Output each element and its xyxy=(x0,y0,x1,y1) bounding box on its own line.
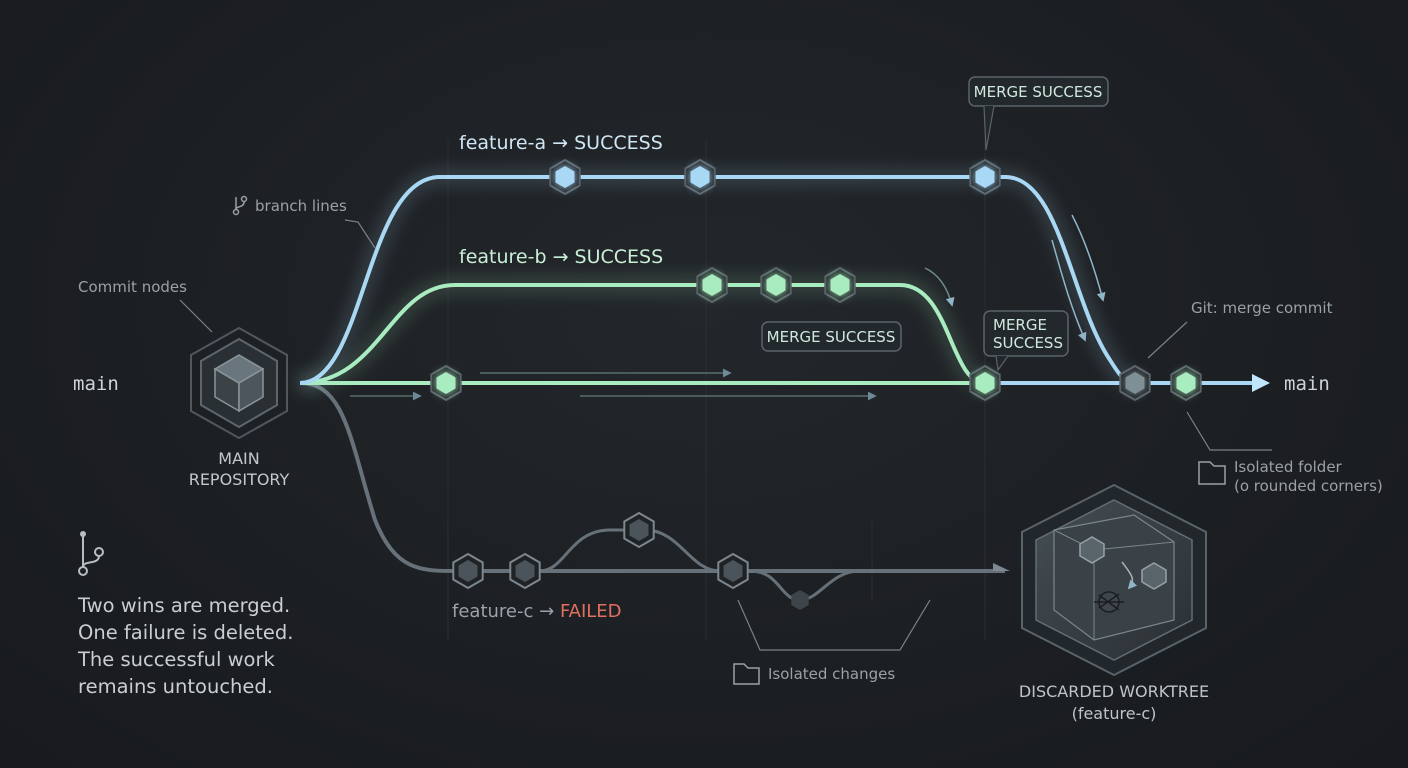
commit-node-feature-a xyxy=(555,166,575,188)
discarded-worktree-cube-icon xyxy=(1021,483,1207,677)
caption-line-2: One failure is deleted. xyxy=(78,621,294,644)
caption-line-4: remains untouched. xyxy=(78,675,273,698)
discarded-worktree-label-line2: (feature-c) xyxy=(1072,704,1157,723)
svg-text:MERGE: MERGE xyxy=(993,316,1047,334)
git-branch-icon xyxy=(78,531,104,576)
svg-text:MERGE SUCCESS: MERGE SUCCESS xyxy=(767,328,896,346)
branch-lines-annotation: branch lines xyxy=(255,197,347,215)
feature-b-label: feature-b → SUCCESS xyxy=(459,246,663,268)
isolated-changes-bracket xyxy=(737,599,931,651)
branch-feature-b xyxy=(299,267,986,388)
branch-feature-a xyxy=(299,172,1136,388)
branch-lines-leader xyxy=(344,219,376,249)
repo-label-line1: MAIN xyxy=(218,449,259,468)
feature-c-label: feature-c → FAILED xyxy=(452,601,622,622)
isolated-folder-annotation-line2: (o rounded corners) xyxy=(1234,477,1383,495)
commit-node-feature-b xyxy=(830,274,850,296)
main-label-left: main xyxy=(73,373,119,395)
commit-node-feature-c xyxy=(723,560,743,582)
svg-text:SUCCESS: SUCCESS xyxy=(993,334,1063,352)
branch-feature-c xyxy=(299,381,1010,602)
commit-node-feature-b xyxy=(702,274,722,296)
commit-nodes-annotation: Commit nodes xyxy=(78,278,187,296)
commit-node-merge xyxy=(975,372,995,394)
commit-node-feature-b xyxy=(766,274,786,296)
failed-status: FAILED xyxy=(560,601,622,622)
commit-node-feature-a xyxy=(690,166,710,188)
merge-success-callout-mid: MERGE SUCCESS xyxy=(761,321,902,352)
commit-node-merge xyxy=(1125,372,1145,394)
isolated-folder-leader xyxy=(1186,411,1272,451)
commit-node-feature-c xyxy=(515,560,535,582)
svg-text:MERGE SUCCESS: MERGE SUCCESS xyxy=(974,83,1103,101)
folder-icon xyxy=(1198,461,1226,485)
isolated-changes-annotation: Isolated changes xyxy=(768,665,895,683)
broken-commit-node xyxy=(791,590,809,610)
merge-success-callout-right: MERGE SUCCESS xyxy=(983,310,1069,372)
branch-icon-small xyxy=(232,195,248,216)
commit-nodes-leader xyxy=(179,299,213,333)
feature-a-label: feature-a → SUCCESS xyxy=(459,132,663,154)
feature-c-arrowhead xyxy=(993,563,1010,579)
main-label-right: main xyxy=(1284,373,1330,395)
folder-icon xyxy=(733,663,760,685)
merge-commit-annotation: Git: merge commit xyxy=(1191,299,1333,317)
isolated-folder-annotation-line1: Isolated folder xyxy=(1234,458,1343,476)
commit-node-feature-c xyxy=(629,519,649,541)
main-arrowhead xyxy=(1252,374,1270,392)
summary-caption: Two wins are merged. One failure is dele… xyxy=(78,592,338,700)
repo-label-line2: REPOSITORY xyxy=(189,470,290,489)
commit-node-main xyxy=(1176,372,1196,394)
caption-line-3: The successful work xyxy=(78,648,275,671)
commit-nodes xyxy=(430,158,1202,610)
merge-success-callout-top: MERGE SUCCESS xyxy=(968,76,1109,151)
commit-node-main xyxy=(436,372,456,394)
main-repository-cube-icon xyxy=(190,326,288,440)
caption-line-1: Two wins are merged. xyxy=(78,594,291,617)
merge-commit-leader xyxy=(1147,321,1188,359)
commit-node-feature-a xyxy=(975,166,995,188)
discarded-worktree-label-line1: DISCARDED WORKTREE xyxy=(1019,682,1209,701)
commit-node-feature-c xyxy=(458,560,478,582)
